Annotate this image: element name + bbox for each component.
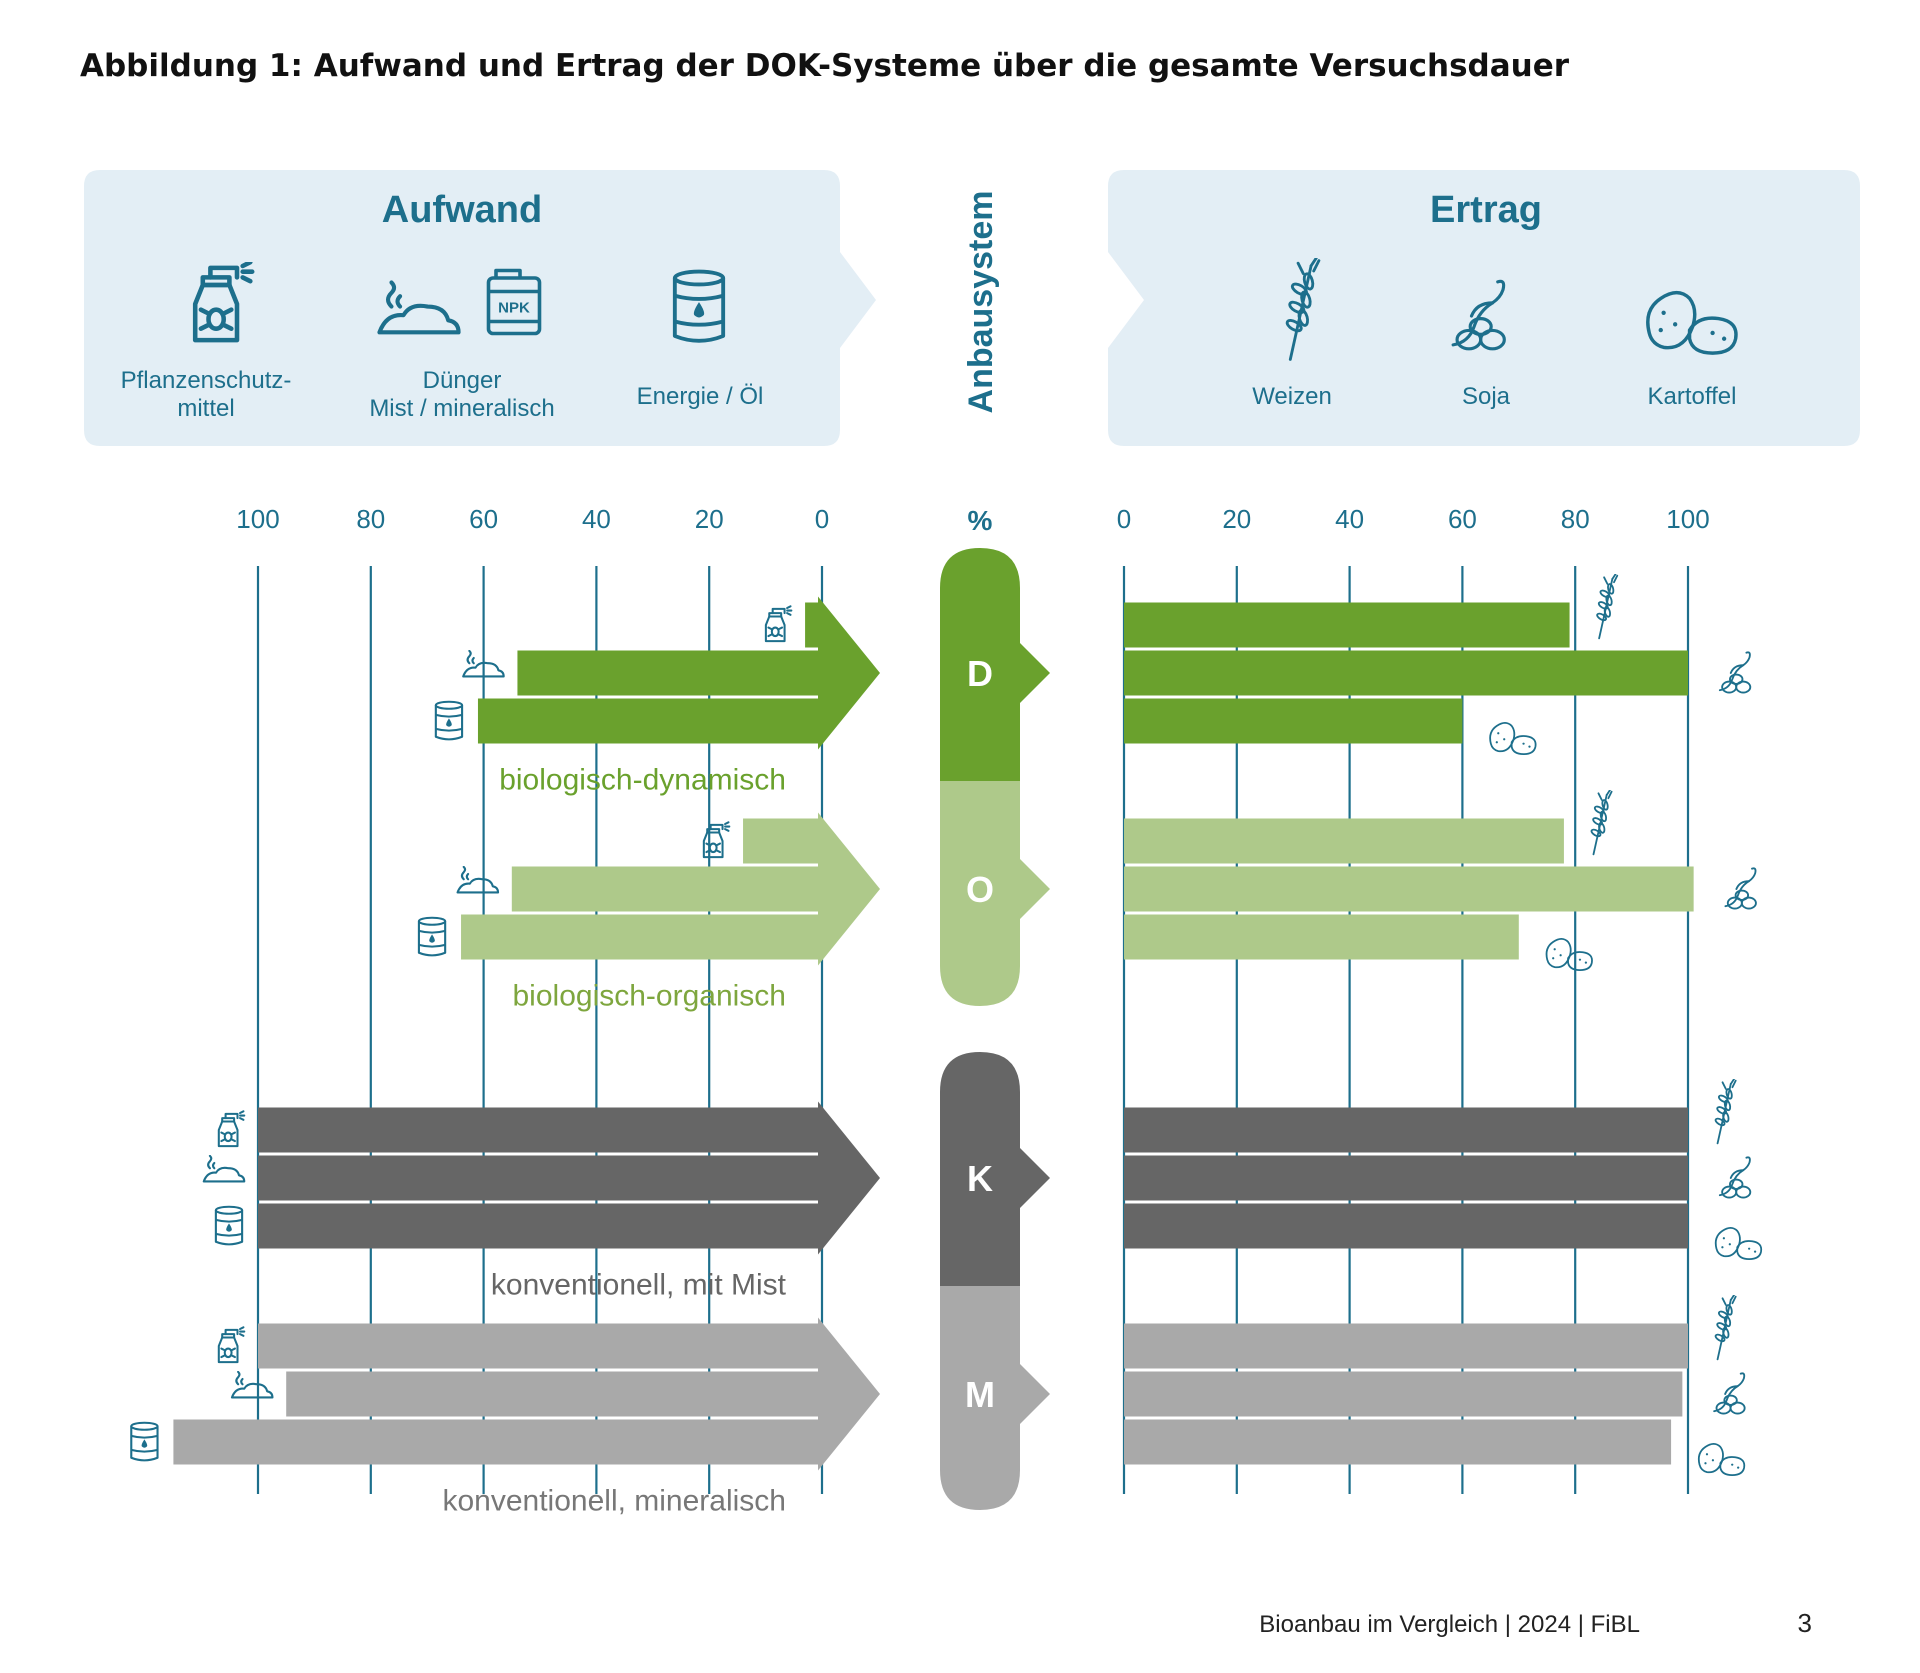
weizen-icon — [1713, 1079, 1737, 1145]
weizen-icon — [1595, 574, 1619, 640]
system-label-K: konventionell, mit Mist — [491, 1269, 787, 1302]
input-bar-M-2 — [286, 1371, 822, 1417]
yield-bar-D-soja — [1124, 650, 1688, 696]
soja-icon — [1718, 651, 1752, 694]
input-label-3: Energie / Öl — [637, 383, 764, 410]
manure-icon — [456, 866, 500, 894]
yield-bar-M-weizen — [1124, 1323, 1688, 1369]
system-code-D: D — [967, 653, 993, 694]
yield-bar-M-kartoffel — [1124, 1419, 1672, 1465]
input-label-1b: mittel — [177, 395, 234, 422]
input-bar-O-1 — [743, 818, 822, 864]
tick-right-20: 20 — [1222, 504, 1251, 534]
soja-icon — [1724, 867, 1757, 910]
soja-icon — [1713, 1372, 1746, 1415]
system-label-D: biologisch-dynamisch — [499, 764, 786, 797]
kartoffel-icon — [1545, 937, 1593, 971]
kartoffel-icon — [1697, 1442, 1746, 1476]
weizen-icon — [1713, 1295, 1737, 1361]
kartoffel-icon — [1714, 1226, 1763, 1260]
tick-left-60: 60 — [469, 504, 498, 534]
input-label-1a: Pflanzenschutz- — [121, 367, 292, 394]
anbausystem-label: Anbausystem — [962, 191, 1000, 414]
tick-left-0: 0 — [815, 504, 829, 534]
yield-bar-D-kartoffel — [1124, 698, 1463, 744]
weizen-icon — [1589, 790, 1613, 856]
barrel-icon — [417, 916, 447, 957]
input-arrowhead-K — [818, 1101, 880, 1255]
axis-ticks: 100 80 60 40 20 0 0 20 40 60 80 100% — [236, 504, 1709, 536]
yield-bar-M-soja — [1124, 1371, 1683, 1417]
manure-icon — [230, 1371, 274, 1399]
yield-bar-K-kartoffel — [1124, 1203, 1688, 1249]
ertrag-title: Ertrag — [1430, 189, 1542, 231]
page-number: 3 — [1798, 1608, 1812, 1638]
yield-bar-O-kartoffel — [1124, 914, 1519, 960]
system-pill-D — [940, 548, 1050, 781]
system-code-M: M — [965, 1374, 995, 1415]
input-arrowhead-M — [818, 1317, 880, 1471]
system-label-O: biologisch-organisch — [513, 980, 787, 1013]
input-bar-O-3 — [461, 914, 822, 960]
system-pill-K — [940, 1052, 1050, 1286]
yield-bar-D-weizen — [1124, 602, 1570, 648]
kartoffel-icon — [1489, 721, 1537, 755]
tick-left-100: 100 — [236, 504, 279, 534]
input-bar-O-2 — [511, 866, 822, 912]
tick-right-100: 100 — [1666, 504, 1709, 534]
input-bar-K-1 — [258, 1107, 822, 1153]
tick-right-60: 60 — [1448, 504, 1477, 534]
soja-icon — [1718, 1156, 1752, 1199]
input-bar-K-3 — [258, 1203, 822, 1249]
yield-bar-K-weizen — [1124, 1107, 1688, 1153]
system-code-O: O — [966, 869, 994, 910]
tick-right-80: 80 — [1561, 504, 1590, 534]
yield-bar-K-soja — [1124, 1155, 1688, 1201]
barrel-icon — [130, 1421, 159, 1462]
input-bar-K-2 — [258, 1155, 822, 1201]
system-label-M: konventionell, mineralisch — [442, 1485, 786, 1518]
spray-icon — [217, 1326, 246, 1364]
barrel-icon — [214, 1205, 244, 1246]
figure-title: Abbildung 1: Aufwand und Ertrag der DOK-… — [80, 48, 1570, 84]
tick-right-40: 40 — [1335, 504, 1364, 534]
input-bar-M-3 — [173, 1419, 822, 1465]
tick-left-80: 80 — [356, 504, 385, 534]
input-label-2b: Mist / mineralisch — [369, 395, 554, 422]
footer-text: Bioanbau im Vergleich | 2024 | FiBL — [1259, 1611, 1640, 1638]
unit-label: % — [968, 505, 993, 536]
system-pill-O — [940, 781, 1050, 1006]
input-bar-M-1 — [258, 1323, 822, 1369]
input-bar-D-3 — [477, 698, 822, 744]
manure-icon — [202, 1155, 246, 1183]
input-bar-D-2 — [517, 650, 822, 696]
system-labels: Dbiologisch-dynamischObiologisch-organis… — [442, 653, 995, 1518]
bars — [173, 548, 1694, 1510]
system-code-K: K — [967, 1158, 993, 1199]
input-label-2a: Dünger — [423, 367, 502, 394]
input-bar-D-1 — [805, 602, 822, 648]
system-pill-M — [940, 1286, 1050, 1510]
input-arrowhead-O — [818, 812, 880, 966]
spray-icon — [217, 1110, 246, 1148]
tick-right-0: 0 — [1117, 504, 1131, 534]
barrel-icon — [434, 700, 464, 741]
yield-label-weizen: Weizen — [1252, 383, 1332, 410]
tick-left-40: 40 — [582, 504, 611, 534]
aufwand-panel — [84, 170, 876, 446]
input-arrowhead-D — [818, 596, 880, 750]
yield-bar-O-weizen — [1124, 818, 1564, 864]
spray-icon — [702, 821, 731, 859]
tick-left-20: 20 — [695, 504, 724, 534]
spray-icon — [764, 605, 793, 643]
yield-label-soja: Soja — [1462, 383, 1511, 410]
yield-bar-O-soja — [1124, 866, 1694, 912]
aufwand-title: Aufwand — [382, 189, 542, 231]
yield-label-kartoffel: Kartoffel — [1648, 383, 1737, 410]
